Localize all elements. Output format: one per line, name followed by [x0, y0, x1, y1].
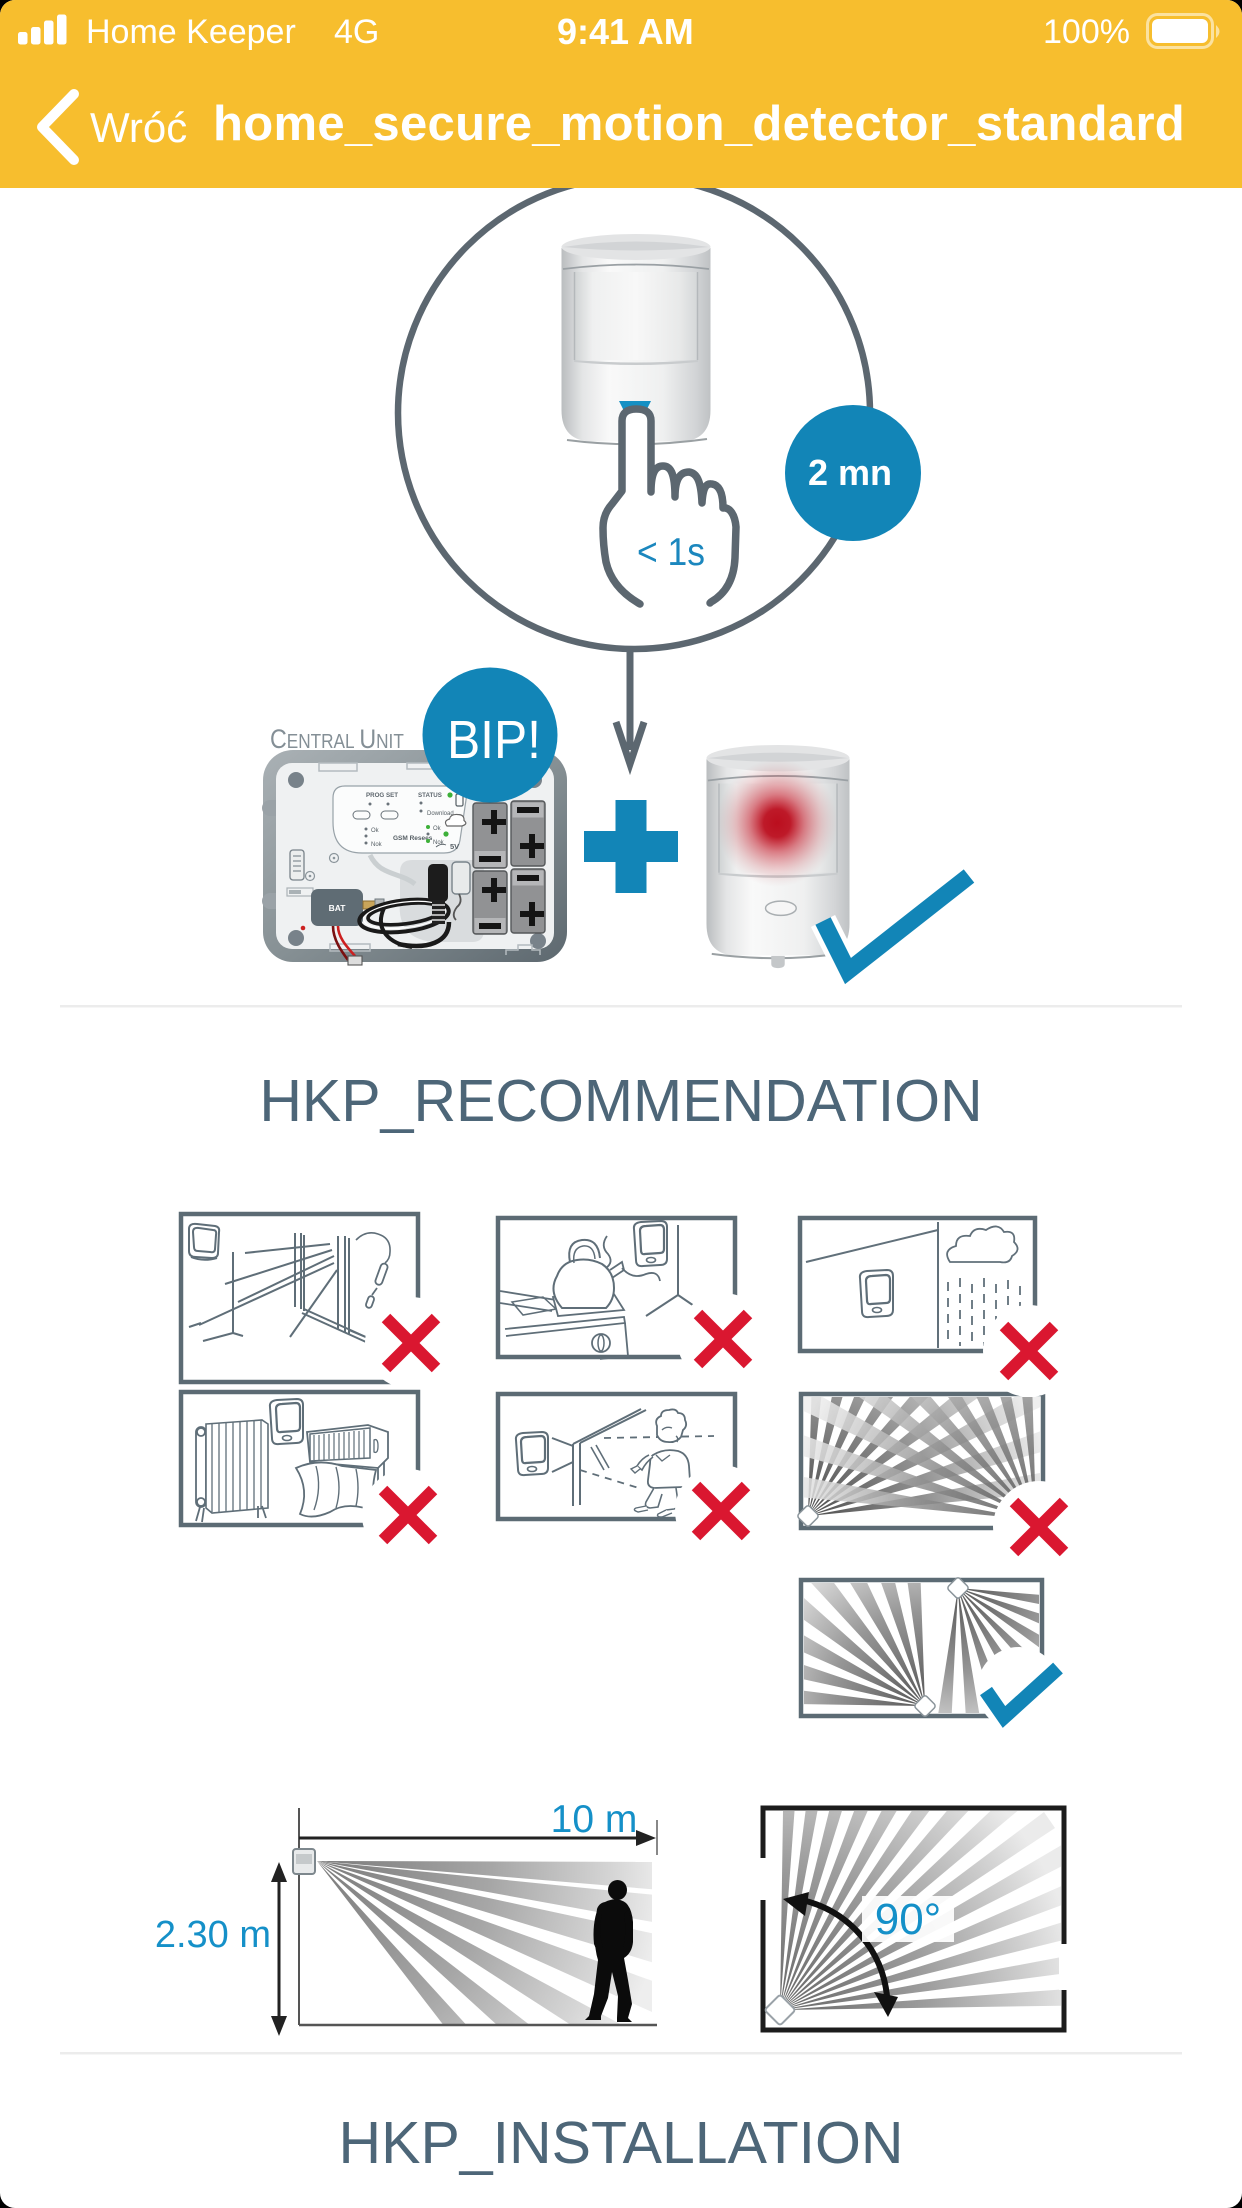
svg-text:GSM Resees: GSM Resees: [393, 835, 433, 842]
svg-text:Ok: Ok: [371, 828, 380, 834]
svg-text:10 m: 10 m: [551, 1798, 638, 1841]
svg-text:BIP!: BIP!: [447, 710, 541, 770]
svg-text:BAT: BAT: [329, 903, 347, 913]
svg-text:Nok: Nok: [433, 840, 445, 846]
svg-text:2.30 m: 2.30 m: [155, 1914, 271, 1956]
svg-text:Download: Download: [427, 811, 454, 817]
svg-text:STATUS: STATUS: [418, 792, 442, 799]
svg-text:5V: 5V: [450, 842, 459, 851]
svg-text:< 1s: < 1s: [637, 531, 705, 574]
svg-text:PROG SET: PROG SET: [366, 792, 398, 799]
svg-text:90°: 90°: [875, 1895, 942, 1944]
svg-text:2 mn: 2 mn: [808, 452, 892, 493]
svg-text:CENTRAL UNIT: CENTRAL UNIT: [270, 724, 404, 754]
svg-text:Nok: Nok: [371, 842, 383, 848]
svg-text:Ok: Ok: [433, 826, 442, 832]
